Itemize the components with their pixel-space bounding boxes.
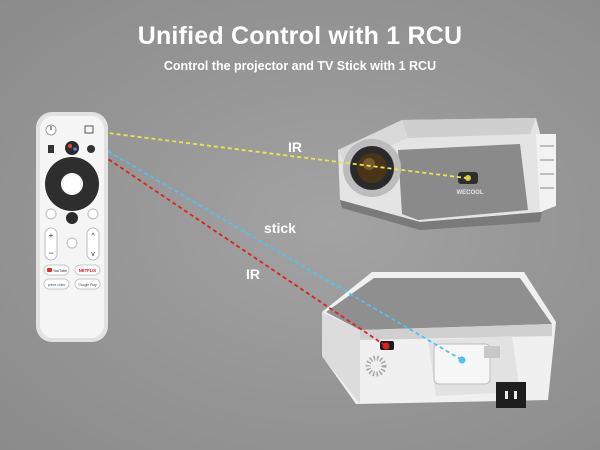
netflix-label: NETFLIX <box>79 268 97 273</box>
home-icon <box>66 212 78 224</box>
signal-beams <box>67 127 467 364</box>
projector: WECOOL <box>338 118 556 230</box>
prime-video-label: prime video <box>48 283 66 287</box>
netflix-button <box>74 264 101 276</box>
assistant-icon <box>65 141 79 155</box>
ir-beam-projector <box>67 127 467 179</box>
tv-icon <box>87 208 99 220</box>
ir-label-projector: IR <box>288 139 302 155</box>
back-icon <box>45 208 57 220</box>
stick-beam <box>71 129 463 361</box>
page-title: Unified Control with 1 RCU <box>137 22 463 50</box>
projector-brand: WECOOL <box>457 190 484 196</box>
settings-icon <box>87 145 95 153</box>
volume-down-icon: − <box>48 248 53 258</box>
input-icon <box>84 125 94 134</box>
ir-label-box: IR <box>246 266 260 282</box>
youtube-button <box>43 264 70 276</box>
channel-down-icon: v <box>91 251 95 258</box>
youtube-label: YouTube <box>53 269 67 273</box>
bookmark-icon <box>48 145 54 153</box>
mute-icon <box>66 237 78 249</box>
google-play-button <box>74 278 101 290</box>
projector-box <box>322 272 556 408</box>
volume-up-icon: + <box>49 231 54 240</box>
tv-stick-icon <box>433 343 491 385</box>
box-top <box>326 278 552 330</box>
prime-video-button <box>43 278 70 290</box>
ir-beam-target <box>382 342 390 350</box>
stick-label: stick <box>264 220 296 236</box>
speaker-grille <box>365 355 387 377</box>
channel-rocker <box>86 227 100 261</box>
ir-beam-box <box>67 131 387 347</box>
power-socket-icon <box>496 382 526 408</box>
stick-beam-target <box>458 356 466 364</box>
volume-rocker <box>44 227 58 261</box>
page-subtitle: Control the projector and TV Stick with … <box>163 59 437 73</box>
ok-button <box>61 173 83 195</box>
remote-control: + − ^ v YouTube NETFLIX prime video Goog… <box>36 112 108 342</box>
channel-up-icon: ^ <box>91 233 95 240</box>
google-play-label: Google Play <box>78 283 97 287</box>
